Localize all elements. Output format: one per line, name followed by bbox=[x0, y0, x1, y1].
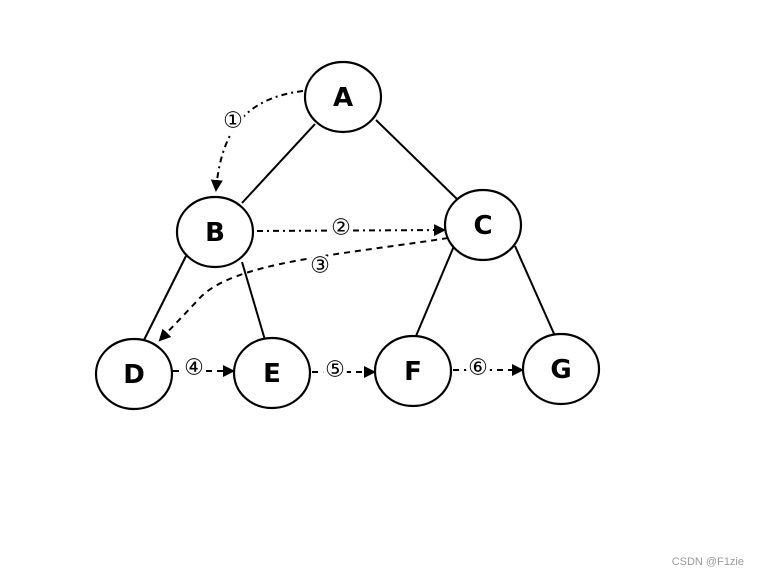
step-label-3: ③ bbox=[310, 254, 330, 279]
step-label-4: ④ bbox=[184, 356, 204, 381]
traversal-arrow-1 bbox=[210, 90, 304, 192]
node-g: G bbox=[521, 332, 601, 406]
node-f: F bbox=[373, 334, 453, 408]
node-c-label: C bbox=[473, 211, 492, 241]
node-b-label: B bbox=[205, 218, 225, 248]
edge-c-f bbox=[415, 245, 455, 337]
node-a-label: A bbox=[333, 83, 353, 113]
node-e: E bbox=[232, 336, 312, 410]
node-e-label: E bbox=[263, 359, 281, 389]
edge-b-d bbox=[142, 255, 187, 343]
step-label-5: ⑤ bbox=[325, 358, 345, 383]
node-g-label: G bbox=[550, 355, 571, 385]
step-labels: ① ② ③ ④ ⑤ ⑥ bbox=[182, 109, 490, 383]
node-d-label: D bbox=[123, 360, 145, 390]
node-c: C bbox=[443, 188, 523, 262]
node-f-label: F bbox=[404, 357, 422, 387]
edge-a-c bbox=[375, 119, 459, 201]
step-label-1: ① bbox=[223, 109, 243, 134]
watermark: CSDN @F1zie bbox=[671, 556, 744, 568]
step-label-6: ⑥ bbox=[468, 356, 488, 381]
edge-a-b bbox=[241, 123, 316, 204]
node-d: D bbox=[94, 337, 174, 411]
tree-nodes: A B C D E F G bbox=[94, 60, 601, 411]
edge-b-e bbox=[241, 261, 266, 341]
edge-c-g bbox=[514, 245, 556, 337]
node-b: B bbox=[175, 195, 255, 269]
traversal-arrow-2 bbox=[256, 224, 446, 237]
traversal-arrow-3 bbox=[158, 237, 449, 342]
node-a: A bbox=[303, 60, 383, 134]
step-label-2: ② bbox=[331, 216, 351, 241]
tree-edges bbox=[142, 119, 556, 343]
